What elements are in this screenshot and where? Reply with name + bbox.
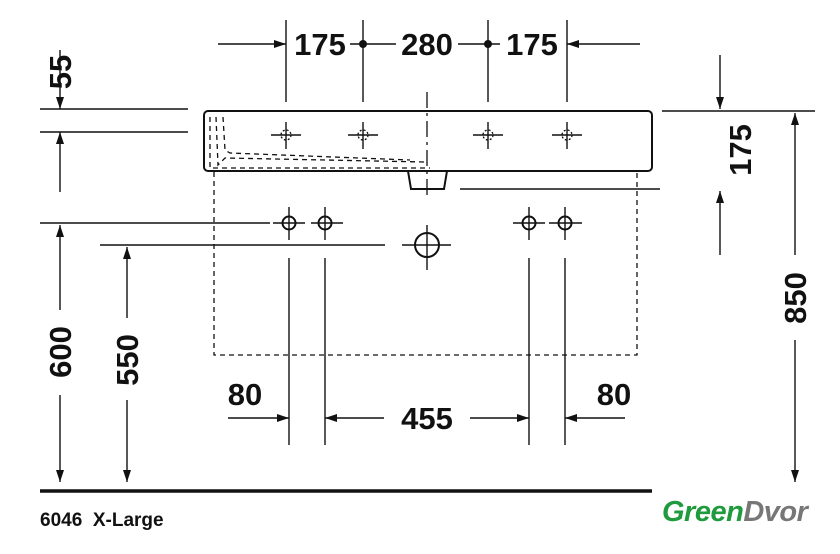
right-dimensions: 175 850 (662, 55, 815, 482)
dim-top-left-175: 175 (294, 27, 346, 62)
water-connection-4 (549, 207, 582, 240)
left-dimensions: 55 600 550 (40, 50, 385, 482)
basin-inner-slope (209, 116, 430, 169)
wall-connections (273, 207, 582, 445)
dim-left-600: 600 (43, 326, 78, 378)
dim-bottom-center-455: 455 (401, 401, 453, 436)
tap-hole-2 (348, 122, 378, 149)
dim-right-850: 850 (778, 272, 813, 324)
tap-hole-3 (473, 122, 503, 149)
basin-outline (203, 92, 660, 270)
dim-right-175: 175 (723, 124, 758, 176)
dim-left-550: 550 (110, 334, 145, 386)
dim-bottom-right-80: 80 (597, 377, 631, 412)
logo-green-text: Green (662, 496, 744, 528)
tap-hole-4 (552, 122, 582, 149)
logo-gray-text: Dvor (743, 496, 808, 528)
dim-top-right-175: 175 (506, 27, 558, 62)
water-connection-2 (311, 207, 343, 240)
dim-left-55: 55 (43, 55, 78, 89)
tap-hole-markers (271, 122, 582, 149)
model-size: X-Large (92, 510, 164, 531)
model-caption: 6046 X-Large (40, 510, 164, 532)
tap-hole-1 (271, 122, 301, 149)
water-connection-3 (513, 207, 545, 240)
cabinet-outline (213, 172, 638, 356)
greendvor-logo: GreenDvor (662, 496, 808, 529)
drain-connection (402, 232, 451, 258)
dim-bottom-left-80: 80 (228, 377, 262, 412)
dim-top-center-280: 280 (401, 27, 453, 62)
bottom-dimensions: 80 455 80 (228, 377, 631, 436)
water-connection-1 (273, 207, 305, 240)
top-dimensions: 175 280 175 (218, 20, 640, 102)
model-number: 6046 (40, 510, 83, 531)
